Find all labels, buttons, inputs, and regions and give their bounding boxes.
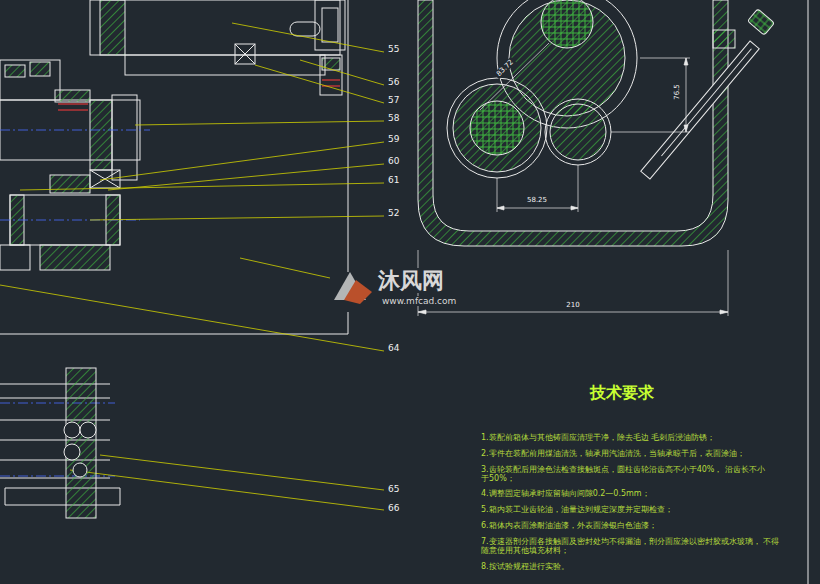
callout-number: 60 <box>388 156 399 166</box>
callout-number: 59 <box>388 134 399 144</box>
gearbox-section <box>418 0 775 246</box>
dimension-value: 76.5 <box>673 84 681 100</box>
center-lines <box>0 130 150 476</box>
requirement-note: 1.装配前箱体与其他铸面应清理干净，除去毛边 毛刺后浸油防锈； <box>481 433 715 442</box>
callout-number: 64 <box>388 343 399 353</box>
requirement-note: 6.箱体内表面涂耐油油漆，外表面涂银白色油漆； <box>481 521 657 530</box>
dimension-value: 83.72 <box>494 57 517 79</box>
requirement-note: 8.按试验规程进行实验。 <box>481 562 569 571</box>
watermark-text: 沐风网 <box>376 268 446 293</box>
callout-number: 65 <box>388 484 399 494</box>
dimension-lines <box>418 43 728 316</box>
requirement-note: 7.变速器剖分面各接触面及密封处均不得漏油，剖分面应涂以密封胶或水玻璃， 不得随… <box>481 537 781 555</box>
section-title: 技术要求 <box>590 384 654 402</box>
gear-marks <box>58 80 340 110</box>
callout-number: 57 <box>388 95 399 105</box>
callout-number: 66 <box>388 503 399 513</box>
dimension-value: 210 <box>566 301 579 309</box>
callout-number: 58 <box>388 113 399 123</box>
requirement-note: 2.零件在装配前用煤油清洗，轴承用汽油清洗，当轴承晾干后，表面涂油； <box>481 449 745 458</box>
callout-number: 61 <box>388 175 399 185</box>
watermark-url: www.mfcad.com <box>380 296 458 306</box>
requirement-note: 4.调整固定轴承时应留轴向间隙0.2—0.5mm； <box>481 489 650 498</box>
requirement-note: 3.齿轮装配后用涂色法检查接触斑点，圆柱齿轮沿齿高不小于40%， 沿齿长不小于5… <box>481 465 771 483</box>
callout-number: 56 <box>388 77 399 87</box>
callout-number: 52 <box>388 208 399 218</box>
shift-rail-detail <box>0 368 120 518</box>
callout-number: 55 <box>388 44 399 54</box>
requirement-note: 5.箱内装工业齿轮油，油量达到规定深度并定期检查； <box>481 505 673 514</box>
leader-lines <box>0 23 384 510</box>
shaft-assembly <box>0 0 345 270</box>
dimension-value: 58.25 <box>527 196 547 204</box>
watermark-logo <box>334 272 372 304</box>
